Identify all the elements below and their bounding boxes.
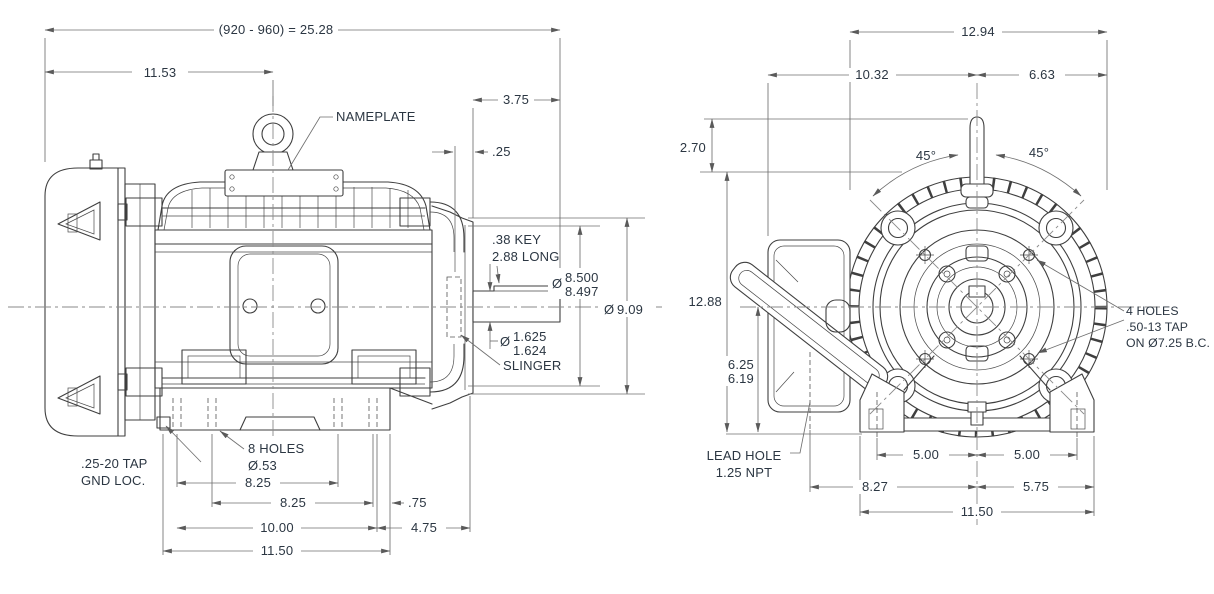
dim-overall-height: 12.88 (688, 294, 722, 309)
side-view-dimensions: (920 - 960) = 25.28 11.53 NAMEPLATE 3.75… (44, 22, 652, 558)
label-hole-dia: Ø.53 (248, 458, 277, 473)
dim-slinger-clearance: .25 (492, 144, 511, 159)
dim-bolt-span-outer: 8.25 (280, 495, 306, 510)
dim-box-to-center: 10.32 (855, 67, 889, 82)
label-4-holes-1: 4 HOLES (1126, 304, 1179, 318)
label-8-holes: 8 HOLES (248, 441, 304, 456)
label-lead-hole-2: 1.25 NPT (716, 465, 773, 480)
dim-base-left: 8.27 (862, 479, 888, 494)
top-hood (157, 169, 431, 231)
dim-angle-right: 45° (1029, 145, 1049, 160)
dim-base-overall: 11.50 (961, 504, 994, 519)
label-slinger: SLINGER (503, 358, 561, 373)
label-key-1: .38 KEY (492, 232, 541, 247)
dim-pilot-dia-min: 8.497 (565, 284, 599, 299)
dim-bolt-span-inner: 8.25 (245, 475, 271, 490)
dim-foot-left-span: 5.00 (913, 447, 939, 462)
dim-shaft-height-min: 6.19 (728, 371, 754, 386)
dim-frame-od: 12.94 (961, 24, 995, 39)
feet-end (859, 355, 1095, 438)
dim-bracket-dia: 9.09 (617, 302, 643, 317)
feet-side (156, 387, 391, 431)
dim-pilot-dia-max: 8.500 (565, 270, 599, 285)
dim-bolt-to-foot-end: .75 (408, 495, 427, 510)
dim-center-to-right: 6.63 (1029, 67, 1055, 82)
nameplate-plate (224, 169, 344, 197)
label-nameplate: NAMEPLATE (336, 109, 416, 124)
side-view (44, 113, 561, 437)
label-key-2: 2.88 LONG (492, 249, 560, 264)
dim-eyebolt-height: 2.70 (680, 140, 706, 155)
dim-bolt-span-length: 10.00 (260, 520, 294, 535)
dim-shaft-dia-max: 1.625 (513, 329, 547, 344)
bracket-dia-symbol: Ø (604, 302, 614, 317)
dim-overall-length: (920 - 960) = 25.28 (219, 22, 334, 37)
dim-cover-to-center: 11.53 (144, 65, 177, 80)
end-view-dimensions: 12.94 10.32 6.63 2.70 45° 45° 12.88 6.25… (680, 24, 1210, 519)
dim-base-right: 5.75 (1023, 479, 1049, 494)
dim-foot-to-face: 4.75 (411, 520, 437, 535)
dim-shaft-dia-min: 1.624 (513, 343, 547, 358)
c-face-bracket (431, 205, 474, 410)
pilot-dia-symbol: Ø (552, 276, 562, 291)
label-4-holes-3: ON Ø7.25 B.C. (1126, 336, 1210, 350)
dim-foot-length: 11.50 (261, 543, 294, 558)
dim-foot-right-span: 5.00 (1014, 447, 1040, 462)
label-lead-hole-1: LEAD HOLE (707, 448, 782, 463)
motor-body (117, 197, 465, 405)
shaft-dia-symbol: Ø (500, 334, 510, 349)
label-gnd-1: .25-20 TAP (81, 456, 148, 471)
centerlines (8, 83, 1160, 525)
conduit-box (729, 239, 889, 413)
shaft (472, 285, 561, 323)
label-gnd-2: GND LOC. (81, 473, 145, 488)
dim-shaft-extension: 3.75 (503, 92, 529, 107)
label-4-holes-2: .50-13 TAP (1126, 320, 1188, 334)
dim-shaft-height-max: 6.25 (728, 357, 754, 372)
end-view (729, 116, 1108, 438)
gnd-boss (156, 416, 171, 429)
fan-cover (44, 153, 126, 437)
dim-angle-left: 45° (916, 148, 936, 163)
